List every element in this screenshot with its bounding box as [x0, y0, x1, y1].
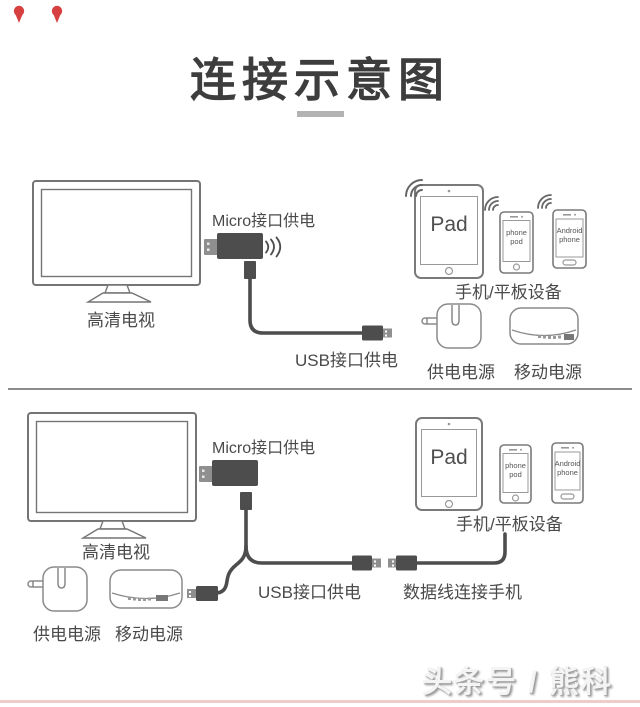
hdtv-label: 高清电视 — [82, 543, 150, 562]
powerbank-label: 移动电源 — [514, 363, 582, 382]
phone-screen-label: pod — [509, 470, 522, 479]
page-title: 连接示意图 — [190, 54, 450, 106]
usb-power-label: USB接口供电 — [295, 351, 398, 370]
phone-screen-label: pod — [510, 237, 523, 246]
micro-power-label: Micro接口供电 — [212, 440, 316, 457]
phone-icon — [552, 209, 587, 269]
devices-label: 手机/平板设备 — [455, 283, 562, 302]
data-cable — [244, 544, 355, 565]
phone-screen-label: phone — [559, 235, 580, 244]
tv-icon — [32, 180, 201, 303]
wifi-signal-icon — [484, 196, 499, 211]
micro-usb-plug-icon — [388, 555, 417, 571]
phone-icon — [551, 442, 584, 504]
pad-screen-label: Pad — [430, 213, 468, 236]
powerbank-icon — [109, 569, 183, 609]
phone-screen-label: phone — [506, 228, 527, 237]
power-adapter-icon — [421, 303, 482, 349]
power-adapter-icon — [27, 566, 88, 612]
phone-screen-label: Android — [554, 459, 581, 468]
usb-power-label: USB接口供电 — [258, 583, 361, 602]
phone-icon — [499, 211, 534, 274]
tablet-icon — [415, 417, 483, 511]
title-underline — [297, 111, 344, 117]
wifi-signal-icon — [265, 236, 282, 258]
devices-label: 手机/平板设备 — [456, 515, 563, 534]
powerbank-label: 移动电源 — [115, 625, 183, 644]
phone-screen-label: phone — [557, 468, 578, 477]
tablet-icon — [414, 184, 484, 279]
usb-plug-icon — [187, 586, 218, 601]
hdmi-dongle-icon — [204, 233, 263, 279]
phone-screen-label: phone — [505, 461, 526, 470]
pushpin-icon — [51, 5, 63, 23]
data-cable — [414, 532, 507, 565]
pad-screen-label: Pad — [430, 446, 468, 469]
pushpin-icon — [13, 5, 25, 23]
data-cable-label: 数据线连接手机 — [403, 583, 522, 602]
usb-cable — [213, 506, 248, 595]
adapter-label: 供电电源 — [427, 363, 495, 382]
phone-icon — [499, 444, 532, 504]
usb-plug-icon — [352, 555, 381, 571]
wifi-signal-icon — [405, 179, 423, 197]
powerbank-icon — [509, 307, 579, 345]
hdmi-dongle-icon — [199, 460, 258, 510]
usb-plug-icon — [362, 325, 392, 341]
phone-screen-label: Android — [556, 226, 583, 235]
section-divider — [8, 388, 632, 390]
micro-power-label: Micro接口供电 — [212, 213, 316, 230]
adapter-label: 供电电源 — [33, 625, 101, 644]
bottom-accent-line — [0, 700, 640, 703]
tv-icon — [27, 412, 197, 539]
hdtv-label: 高清电视 — [87, 311, 155, 330]
watermark: 头条号 / 熊科技 — [421, 666, 613, 699]
usb-cable — [248, 275, 365, 335]
wifi-signal-icon — [537, 194, 552, 209]
